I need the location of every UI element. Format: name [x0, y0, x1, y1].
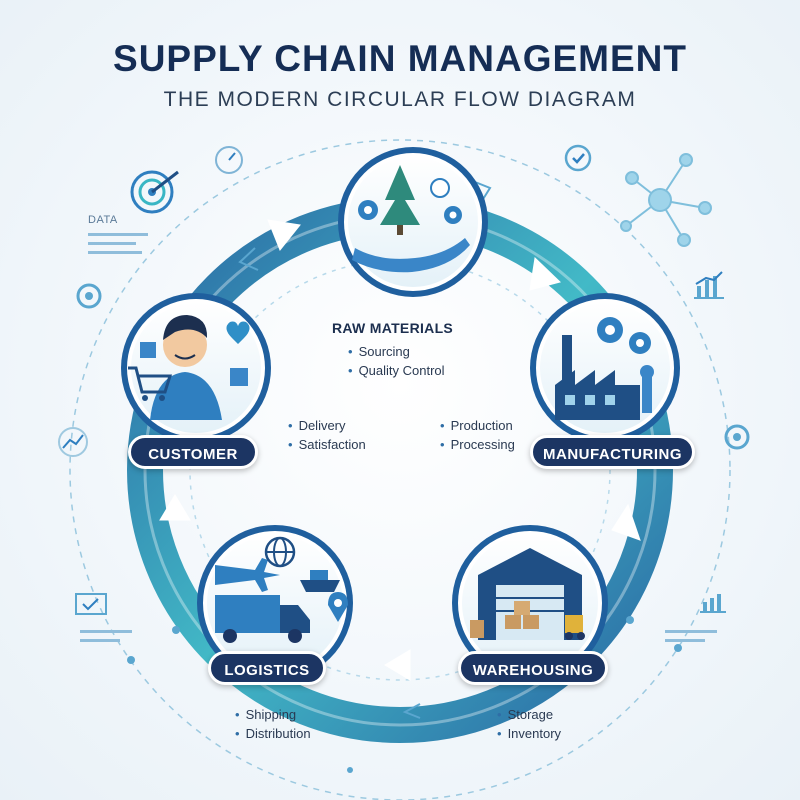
- boxes-icon: [470, 601, 539, 638]
- manufacturing-bullets: Production Processing: [440, 418, 515, 456]
- speedometer-icon: [215, 146, 243, 174]
- package-icon: [140, 342, 248, 386]
- bullet-item: Delivery: [288, 418, 366, 433]
- bullet-item: Production: [440, 418, 515, 433]
- raw-materials-bullets: Sourcing Quality Control: [348, 344, 445, 382]
- bullet-item: Processing: [440, 437, 515, 452]
- target-icon: [130, 170, 179, 214]
- bullet-item: Shipping: [235, 707, 311, 722]
- inner-orbit-ring: [189, 259, 611, 681]
- trend-line-icon-left: [58, 427, 88, 457]
- orbit-arrow-bottom: [402, 703, 421, 719]
- stage-circle-raw-materials: [338, 147, 488, 297]
- arrow-manufacturing-to-warehousing: [611, 503, 641, 541]
- cotton-icon: [430, 178, 450, 198]
- airplane-icon: [215, 558, 280, 592]
- bullet-item: Quality Control: [348, 363, 445, 378]
- stage-label-raw-materials: RAW MATERIALS: [332, 320, 454, 336]
- logistics-bullets: Shipping Distribution: [235, 707, 311, 745]
- factory-icon: [555, 335, 640, 420]
- heart-icon: [226, 321, 250, 344]
- page-subtitle: THE MODERN CIRCULAR FLOW DIAGRAM: [163, 88, 637, 111]
- arrow-raw-to-manufacturing: [529, 256, 561, 291]
- bullet-item: Storage: [497, 707, 561, 722]
- location-pin-icon: [328, 592, 348, 622]
- gear-icon-left: [76, 283, 102, 309]
- cargo-ship-icon: [300, 570, 340, 592]
- bullet-item: Distribution: [235, 726, 311, 741]
- data-label: DATA: [88, 214, 118, 226]
- truck-icon: [215, 595, 310, 643]
- globe-icon: [264, 536, 296, 568]
- gear-icon-right: [724, 424, 750, 450]
- page-title: SUPPLY CHAIN MANAGEMENT: [113, 38, 687, 79]
- trend-chart-icon-bottom-right: [700, 594, 726, 613]
- warehousing-bullets: Storage Inventory: [497, 707, 561, 745]
- stage-label-logistics: LOGISTICS: [208, 651, 326, 685]
- stage-circle-warehousing: [452, 525, 608, 681]
- stage-circle-logistics: [197, 525, 353, 681]
- tree-icon: [380, 165, 420, 235]
- trend-chart-icon-right: [694, 271, 724, 299]
- stage-label-manufacturing: MANUFACTURING: [530, 435, 695, 469]
- stage-label-warehousing: WAREHOUSING: [458, 651, 608, 685]
- monitor-check-icon: [75, 593, 107, 615]
- bullet-item: Inventory: [497, 726, 561, 741]
- open-hand-icon: [352, 238, 470, 273]
- customer-bullets: Delivery Satisfaction: [288, 418, 366, 456]
- stage-label-customer: CUSTOMER: [128, 435, 258, 469]
- stage-circle-manufacturing: [530, 293, 680, 443]
- data-bars-decor: [80, 233, 717, 642]
- flow-arrows: [159, 219, 641, 681]
- forklift-icon: [565, 615, 585, 640]
- bullet-item: Satisfaction: [288, 437, 366, 452]
- outer-orbit-ring: [69, 139, 731, 800]
- shopping-cart-icon: [128, 366, 173, 401]
- stage-circle-customer: [121, 293, 271, 443]
- gear-icon: [597, 317, 651, 354]
- orbit-dots: [127, 616, 682, 773]
- arrow-customer-to-raw: [267, 219, 301, 251]
- network-nodes-icon: [620, 153, 712, 247]
- checklist-gear-icon: [564, 144, 592, 172]
- orbit-arrow-left: [238, 247, 259, 271]
- gear-icon: [358, 200, 462, 224]
- robot-arm-icon: [640, 365, 654, 413]
- arrow-warehousing-to-logistics: [384, 649, 411, 681]
- arrow-logistics-to-customer: [159, 494, 191, 521]
- bullet-item: Sourcing: [348, 344, 445, 359]
